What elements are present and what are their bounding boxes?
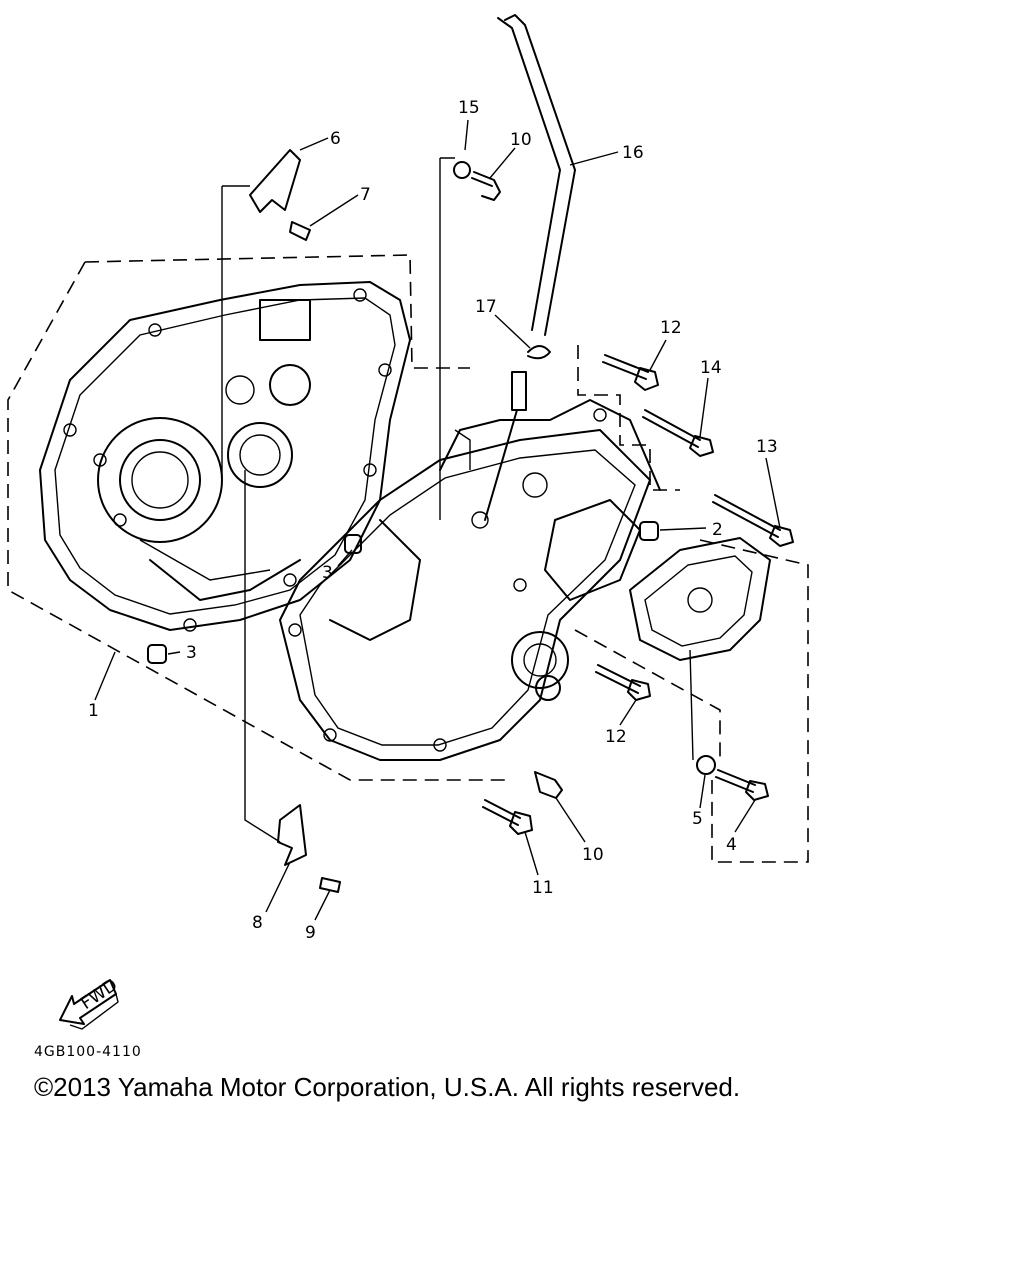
- callout-2: 2: [712, 520, 723, 540]
- callout-7: 7: [360, 185, 371, 205]
- clip-6: [249, 149, 301, 213]
- callout-8: 8: [252, 913, 263, 933]
- diagram-code: 4GB100-4110: [34, 1044, 142, 1060]
- callout-10: 10: [510, 130, 532, 150]
- group-outline-left: [7, 254, 510, 781]
- screw-7: [289, 221, 311, 241]
- breather-pipe: [497, 14, 576, 336]
- bolt-12-lower: [595, 664, 651, 701]
- callout-10: 10: [582, 845, 604, 865]
- callout-15: 15: [458, 98, 480, 118]
- dowel-2: [639, 521, 659, 541]
- dowel-3-lower: [147, 644, 167, 664]
- bolt-4: [715, 769, 769, 801]
- callout-3: 3: [186, 643, 197, 663]
- washer-5: [696, 755, 716, 775]
- bolt-12-top: [602, 354, 659, 391]
- left-crankcase-half: [39, 281, 411, 632]
- dowel-3-center: [344, 534, 362, 554]
- leader-lines: [94, 119, 781, 921]
- fwd-label: FWD: [77, 975, 121, 1014]
- callout-6: 6: [330, 129, 341, 149]
- callout-14: 14: [700, 358, 722, 378]
- callout-5: 5: [692, 809, 703, 829]
- callout-4: 4: [726, 835, 737, 855]
- fwd-arrow-icon: FWD: [59, 975, 121, 1030]
- callout-12: 12: [660, 318, 682, 338]
- callout-11: 11: [532, 878, 554, 898]
- callout-13: 13: [756, 437, 778, 457]
- group-outline-right: [574, 345, 809, 863]
- callout-12: 12: [605, 727, 627, 747]
- bolt-11: [482, 799, 533, 835]
- callout-17: 17: [475, 297, 497, 317]
- bolt-13: [712, 494, 794, 547]
- bolt-10-lower: [534, 771, 563, 799]
- copyright-notice: ©2013 Yamaha Motor Corporation, U.S.A. A…: [34, 1072, 741, 1102]
- callout-9: 9: [305, 923, 316, 943]
- bolt-10-top: [471, 171, 501, 201]
- clip-8: [277, 804, 307, 866]
- callout-numbers: 1 2 3 3 3 4 5 6 7 8 9 10 10 11 12 12 13 …: [88, 98, 778, 943]
- callout-3: 3: [322, 563, 333, 583]
- hose-clamp: [527, 345, 551, 360]
- bolt-14: [642, 409, 714, 457]
- screw-9: [319, 877, 341, 893]
- side-cover: [629, 537, 771, 661]
- callout-16: 16: [622, 143, 644, 163]
- washer-15: [453, 161, 471, 179]
- right-crankcase-half: [279, 399, 661, 761]
- callout-1: 1: [88, 701, 99, 721]
- pipe-fitting: [484, 371, 527, 521]
